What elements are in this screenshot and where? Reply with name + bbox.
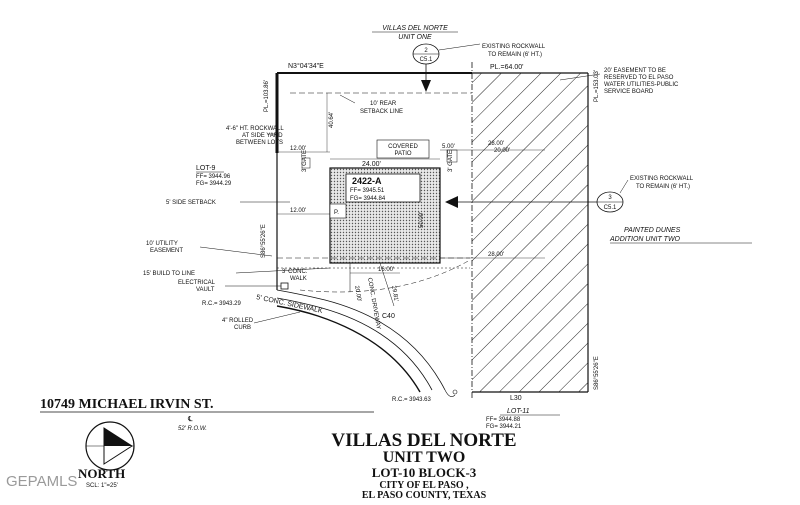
conc-walk: 3' CONC. xyxy=(282,269,308,275)
dim-28-top: 28.00' xyxy=(488,141,504,147)
dim-16: 16.00' xyxy=(378,267,394,273)
easement-hatch xyxy=(472,73,588,392)
svg-text:TO REMAIN (6' HT.): TO REMAIN (6' HT.) xyxy=(636,184,690,190)
dim-12-top: 12.00' xyxy=(290,146,306,152)
svg-text:PATIO: PATIO xyxy=(394,151,411,157)
svg-text:WALK: WALK xyxy=(290,276,307,282)
svg-text:CURB: CURB xyxy=(234,325,251,331)
svg-text:VAULT: VAULT xyxy=(196,287,215,293)
lot9-fg: FG= 3944.29 xyxy=(196,181,232,187)
north-scale: SCL: 1"=25' xyxy=(86,483,118,489)
house-ff: FF= 3945.51 xyxy=(350,188,385,194)
dim-40: 40.64' xyxy=(329,112,335,128)
title-line3: LOT-10 BLOCK-3 xyxy=(372,465,477,480)
title-line4: CITY OF EL PASO , xyxy=(379,480,469,491)
build-to-line: 15' BUILD TO LINE xyxy=(143,271,195,277)
house-id: 2422-A xyxy=(352,176,382,186)
dim-20: 20.00' xyxy=(494,148,510,154)
rolled-curb: 4" ROLLED xyxy=(222,318,254,324)
sidewalk-edge-outer xyxy=(276,289,446,391)
rc-left: R.C.= 3943.29 xyxy=(202,301,242,307)
dim-house-width: 24.00' xyxy=(362,161,381,168)
sidewalk-edge-inner xyxy=(276,297,433,391)
dim-house-depth: 50.00' xyxy=(419,212,425,228)
lot11-fg: FG= 3944.21 xyxy=(486,424,522,430)
north-arrow xyxy=(85,421,135,471)
rockwall-west-note: 4'-6" HT. ROCKWALL xyxy=(226,126,284,132)
dim-20-drive: 20.00' xyxy=(353,285,362,302)
lot11-ff: FF= 3944.88 xyxy=(486,417,521,423)
watermark-logo: GEPAMLS xyxy=(6,473,77,490)
pl-east: PL.=153.03' xyxy=(594,70,600,102)
svg-text:P.: P. xyxy=(334,210,339,216)
svg-text:ADDITION UNIT TWO: ADDITION UNIT TWO xyxy=(609,236,681,243)
lot9-ff: FF= 3944.96 xyxy=(196,174,231,180)
svg-text:WATER UTILITIES-PUBLIC: WATER UTILITIES-PUBLIC xyxy=(604,82,679,88)
title-line1: VILLAS DEL NORTE xyxy=(331,430,516,451)
north-bearing: N3°04'34"E xyxy=(288,62,324,70)
street-row: 52' R.O.W. xyxy=(178,426,207,432)
svg-text:3: 3 xyxy=(608,195,612,201)
svg-text:2: 2 xyxy=(424,48,428,54)
subdivision-north: VILLAS DEL NORTE xyxy=(382,25,448,32)
dim-5: 5.00' xyxy=(442,144,455,150)
porch xyxy=(329,203,347,219)
title-line2: UNIT TWO xyxy=(383,449,466,466)
svg-text:C5.1: C5.1 xyxy=(604,205,617,211)
c40-label: C40 xyxy=(382,313,395,320)
dim-29: 29.81' xyxy=(390,285,399,302)
side-setback: 5' SIDE SETBACK xyxy=(166,200,216,206)
dim-28-bottom: 28.00' xyxy=(488,252,504,258)
title-line5: EL PASO COUNTY, TEXAS xyxy=(362,490,487,500)
svg-text:EASEMENT: EASEMENT xyxy=(150,248,183,254)
l30-label: L30 xyxy=(510,395,522,402)
sheet-ref-top: 2 C5.1 xyxy=(412,43,440,92)
rc-bottom: R.C.= 3943.63 xyxy=(392,397,432,403)
pl-west: PL.=103.86' xyxy=(264,80,270,112)
svg-text:RESERVED TO EL PASO: RESERVED TO EL PASO xyxy=(604,75,674,81)
svg-text:COVERED: COVERED xyxy=(388,144,418,150)
rear-setback: 10' REAR xyxy=(370,101,397,107)
easement-20-note: 20' EASEMENT TO BE xyxy=(604,68,666,74)
sheet-ref-right: 3 C5.1 xyxy=(445,191,624,213)
painted-dunes: PAINTED DUNES xyxy=(624,227,681,234)
street-address: 10749 MICHAEL IRVIN ST. xyxy=(40,397,214,412)
svg-text:C5.1: C5.1 xyxy=(420,57,433,63)
dim-12-bottom: 12.00' xyxy=(290,208,306,214)
svg-text:AT SIDE YARD: AT SIDE YARD xyxy=(242,133,283,139)
electrical-vault: ELECTRICAL xyxy=(178,280,216,286)
unit-north: UNIT ONE xyxy=(398,34,432,41)
conc-driveway: CONC. DRIVEWAY xyxy=(366,277,381,330)
utility-easement: 10' UTILITY xyxy=(146,241,178,247)
street-centerline: ℄ xyxy=(187,416,193,423)
lot11-label: LOT-11 xyxy=(507,408,530,415)
svg-text:BETWEEN LOTS: BETWEEN LOTS xyxy=(236,140,283,146)
covered-patio xyxy=(376,139,430,159)
lot9-label: LOT-9 xyxy=(196,165,216,172)
west-bearing: S86°55'26"E xyxy=(261,224,267,258)
svg-text:SETBACK LINE: SETBACK LINE xyxy=(360,109,403,115)
east-bearing: S86°55'26"E xyxy=(594,356,600,390)
pl-north: PL.=64.00' xyxy=(490,64,523,71)
gate-left: 3' GATE xyxy=(302,150,308,172)
house-id-box xyxy=(345,173,421,203)
existing-rockwall-right: EXISTING ROCKWALL xyxy=(630,176,694,182)
rolled-curb-line xyxy=(276,305,421,393)
house-fg: FG= 3944.84 xyxy=(350,196,386,202)
north-label: NORTH xyxy=(78,466,125,481)
existing-rockwall-top: EXISTING ROCKWALL xyxy=(482,44,546,50)
svg-text:SERVICE BOARD: SERVICE BOARD xyxy=(604,89,654,95)
svg-text:TO REMAIN (6' HT.): TO REMAIN (6' HT.) xyxy=(488,52,542,58)
gate-right: 3' GATE xyxy=(448,150,454,172)
electrical-vault-box xyxy=(280,282,289,290)
